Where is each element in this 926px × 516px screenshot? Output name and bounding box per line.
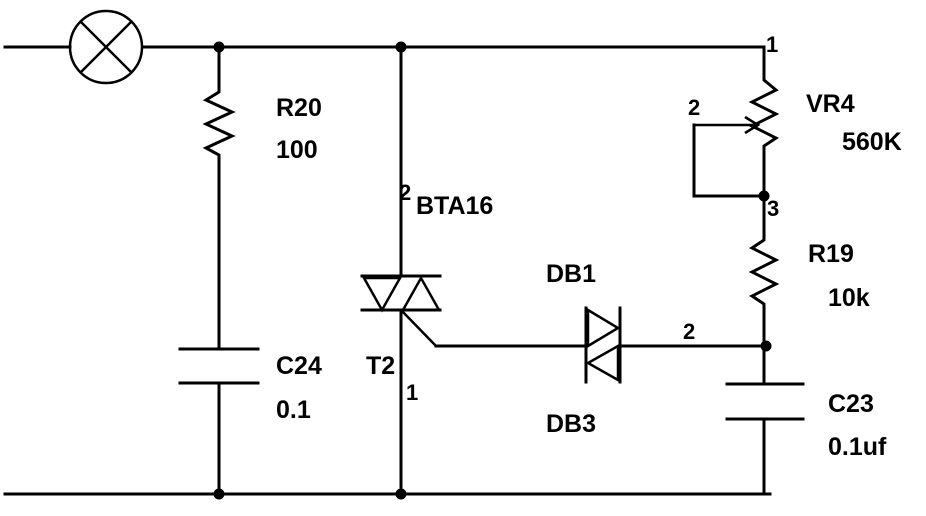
potentiometer-icon [748, 70, 780, 160]
t2-pin-bottom-label: 1 [406, 380, 418, 405]
junction-dot [395, 41, 407, 53]
t2-part-label: BTA16 [416, 192, 493, 220]
junction-dot [213, 41, 225, 53]
r19-value-label: 10k [828, 284, 870, 312]
c23-value-label: 0.1uf [828, 433, 887, 461]
c24-value-label: 0.1 [276, 396, 311, 424]
vr4-pin2-label: 2 [688, 95, 700, 120]
c23-ref-label: C23 [828, 390, 874, 418]
capacitor-icon [725, 382, 805, 421]
vr4-pin1-label: 1 [766, 32, 778, 57]
r20-c24-branch [178, 45, 260, 496]
diac-icon [584, 306, 622, 384]
junction-dot [395, 488, 407, 500]
wiper-arrow-icon [692, 115, 766, 198]
junction-dot [213, 488, 225, 500]
capacitor-icon [178, 347, 260, 385]
t2-ref-label: T2 [366, 352, 395, 380]
lamp-icon [68, 9, 144, 85]
junction-dots [213, 41, 772, 500]
resistor-icon [748, 230, 780, 309]
vr4-value-label: 560K [842, 128, 902, 156]
db3-label: DB3 [546, 410, 596, 438]
vr4-pin3-label: 3 [767, 196, 779, 221]
r20-ref-label: R20 [276, 94, 322, 122]
diac-pin-label: 2 [683, 319, 695, 344]
t2-pin-top-label: 2 [399, 180, 411, 205]
r19-ref-label: R19 [808, 240, 854, 268]
db1-label: DB1 [546, 260, 596, 288]
r20-value-label: 100 [276, 136, 318, 164]
junction-dot [758, 190, 770, 202]
right-branch-wire [725, 45, 805, 496]
resistor-icon [202, 83, 236, 160]
vr4-ref-label: VR4 [806, 90, 855, 118]
triac-icon [360, 45, 442, 496]
c24-ref-label: C24 [276, 352, 322, 380]
junction-dot [760, 340, 772, 352]
